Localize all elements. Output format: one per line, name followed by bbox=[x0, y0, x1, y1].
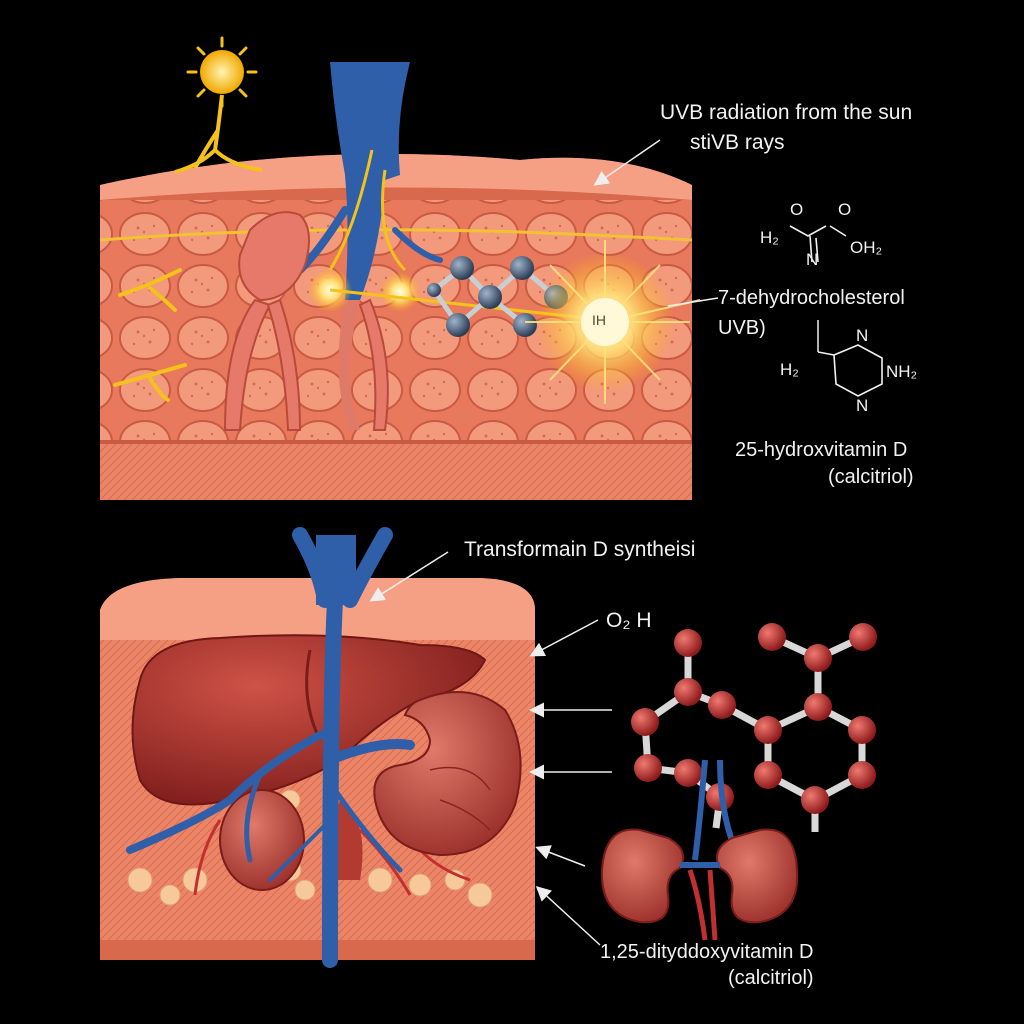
label-dehydrocholesterol: 7-dehydrocholesterol bbox=[718, 287, 905, 309]
label-uvb: UVB) bbox=[718, 317, 766, 339]
formula2-n-top: N bbox=[856, 326, 869, 345]
blood-vessel-bottom bbox=[292, 527, 393, 608]
label-calcitriol-bottom: (calcitriol) bbox=[728, 967, 814, 989]
label-o2h: O₂ H bbox=[606, 609, 652, 632]
formula1-o-left: O bbox=[790, 200, 804, 219]
kidney-icon bbox=[373, 691, 522, 857]
flash-text: ΙΗ bbox=[592, 312, 606, 328]
label-uvb-rays: stiVB rays bbox=[690, 131, 785, 154]
label-calcitriol-top: (calcitriol) bbox=[828, 466, 914, 488]
formula1-bonds bbox=[789, 225, 847, 263]
vein-tree bbox=[126, 592, 415, 968]
formula1-n: N bbox=[806, 250, 819, 269]
blood-vessel-top bbox=[296, 62, 443, 430]
uvb-flash bbox=[525, 240, 701, 404]
formula1-h2: H₂ bbox=[760, 228, 779, 247]
formula2-h2: H₂ bbox=[780, 360, 799, 379]
formula2-nh2: NH₂ bbox=[886, 362, 918, 381]
formula2-bonds bbox=[817, 344, 883, 397]
pointer-arrows bbox=[369, 139, 819, 946]
formula1-o-right: O bbox=[838, 200, 852, 219]
label-125-dihydroxyvitamin-d: 1,25-dityddoxyvitamin D bbox=[600, 941, 814, 963]
label-25-hydroxyvitamin-d: 25-hydroxvitamin D bbox=[735, 439, 908, 461]
nerve-fibers bbox=[113, 268, 187, 402]
dermal-structure bbox=[223, 211, 389, 431]
label-transformation: Transformain D syntheisi bbox=[464, 538, 696, 561]
sun-icon bbox=[174, 36, 263, 174]
kidney-pair bbox=[600, 759, 799, 941]
molecule-icon bbox=[631, 623, 877, 832]
label-uvb-sun: UVB radiation from the sun bbox=[660, 101, 913, 124]
formula1-oh2: OH₂ bbox=[850, 238, 883, 257]
formula2-n-bottom: N bbox=[856, 396, 869, 415]
